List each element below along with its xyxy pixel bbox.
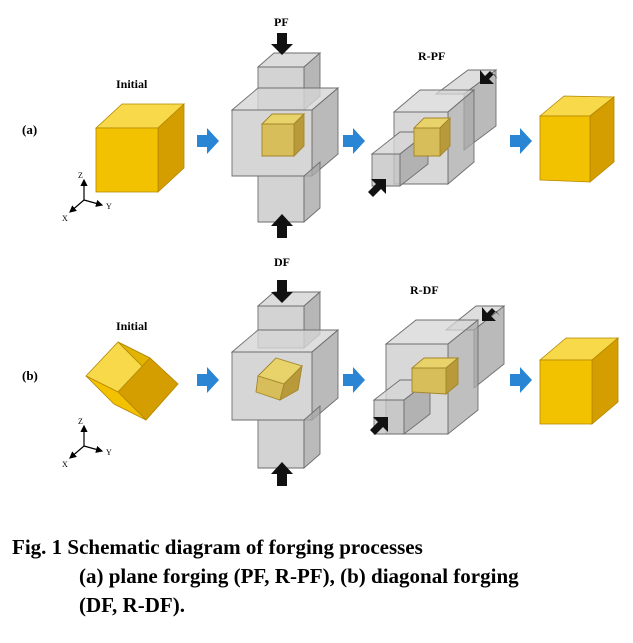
force-arrow-pf-top [271, 33, 293, 55]
process-arrow-a2 [343, 128, 365, 154]
row-b-initial-label: Initial [116, 319, 148, 333]
axis-y-label: Y [106, 448, 112, 457]
process-arrow-a1 [197, 128, 219, 154]
process-arrow-b3 [510, 367, 532, 393]
row-b-stage1-label: DF [274, 255, 290, 269]
caption-line-2: (a) plane forging (PF, R-PF), (b) diagon… [79, 564, 519, 588]
axis-x-label: X [62, 214, 68, 223]
forging-schematic-figure: (a) Initial Z Y X PF [22, 15, 620, 486]
caption-line-1: Fig. 1 Schematic diagram of forging proc… [12, 535, 423, 559]
initial-billet-a [94, 103, 186, 193]
initial-billet-b [85, 341, 179, 421]
row-b: (b) Initial Z Y X DF [22, 255, 620, 486]
axis-z-label: Z [78, 417, 83, 426]
force-arrow-rpf-top [480, 70, 498, 84]
row-a-label: (a) [22, 122, 37, 137]
caption-line-3: (DF, R-DF). [79, 593, 185, 617]
final-billet-b [538, 337, 620, 425]
pf-die-assembly [230, 52, 340, 223]
force-arrow-rdf-top [482, 307, 500, 321]
axis-x-label: X [62, 460, 68, 469]
axis-triad-b: Z Y X [62, 417, 112, 469]
axis-z-label: Z [78, 171, 83, 180]
row-b-label: (b) [22, 368, 38, 383]
rpf-die-assembly [370, 69, 498, 187]
force-arrow-df-bottom [271, 462, 293, 486]
rdf-die-assembly [372, 305, 506, 435]
final-billet-a [538, 95, 616, 183]
process-arrow-a3 [510, 128, 532, 154]
figure-caption: Fig. 1 Schematic diagram of forging proc… [12, 533, 627, 620]
row-a-initial-label: Initial [116, 77, 148, 91]
row-a: (a) Initial Z Y X PF [22, 15, 616, 238]
force-arrow-pf-bottom [271, 214, 293, 238]
force-arrow-df-top [271, 280, 293, 303]
row-b-stage2-label: R-DF [410, 283, 439, 297]
process-arrow-b2 [343, 367, 365, 393]
axis-y-label: Y [106, 202, 112, 211]
axis-triad-a: Z Y X [62, 171, 112, 223]
row-a-stage1-label: PF [274, 15, 289, 29]
process-arrow-b1 [197, 367, 219, 393]
row-a-stage2-label: R-PF [418, 49, 445, 63]
force-arrow-rdf-bottom [370, 417, 388, 435]
df-die-assembly [230, 291, 340, 469]
force-arrow-rpf-bottom [368, 179, 386, 197]
